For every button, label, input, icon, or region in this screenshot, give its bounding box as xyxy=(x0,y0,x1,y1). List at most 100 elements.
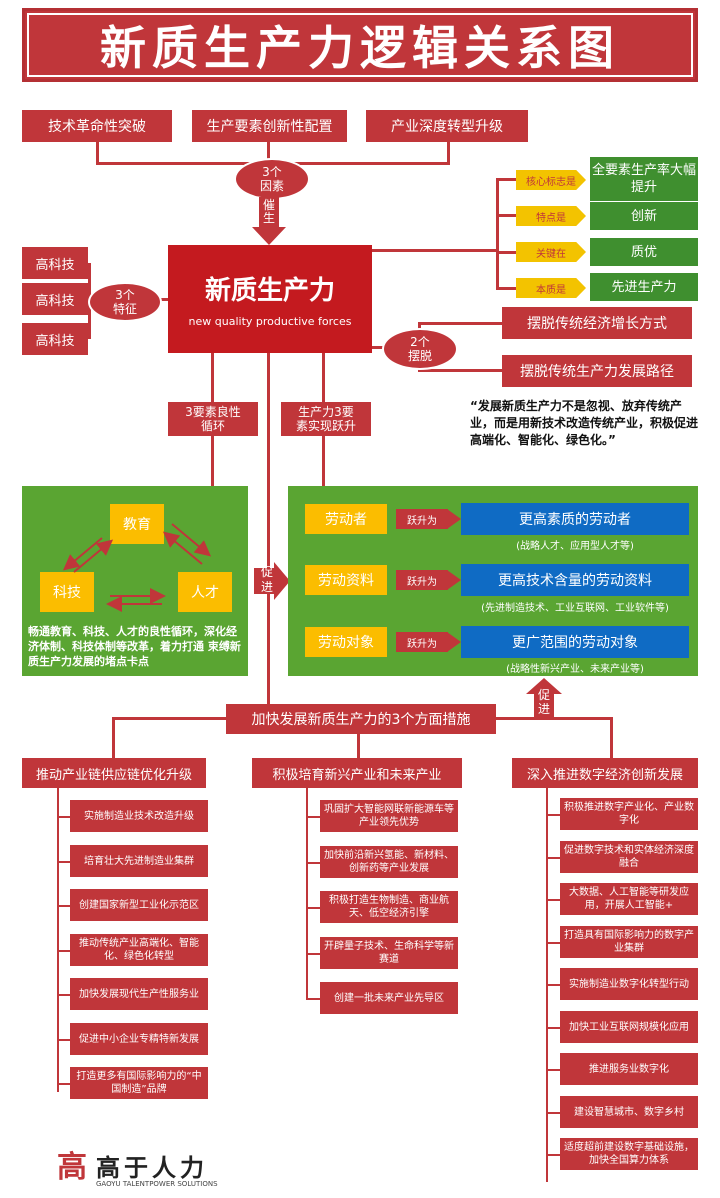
measure-item: 加快工业互联网规模化应用 xyxy=(560,1011,698,1043)
leap-to: 更广范围的劳动对象 xyxy=(461,626,689,658)
arrow-text: 生 xyxy=(262,211,275,225)
connector xyxy=(546,899,560,901)
arrow-text: 促 xyxy=(260,565,273,579)
connector xyxy=(546,1027,560,1029)
measure-item: 加快发展现代生产性服务业 xyxy=(70,978,208,1010)
ellipse-text: 3个 xyxy=(115,288,135,302)
measure-item: 打造更多有国际影响力的“中国制造”品牌 xyxy=(70,1067,208,1099)
connector xyxy=(546,1154,560,1156)
arrow-text: 进 xyxy=(537,702,550,716)
measure-item: 创建一批未来产业先导区 xyxy=(320,982,458,1014)
ellipse-text: 2个 xyxy=(410,335,430,349)
connector xyxy=(447,139,450,164)
connector xyxy=(546,984,560,986)
connector xyxy=(418,369,504,372)
leap-to: 更高技术含量的劳动资料 xyxy=(461,564,689,596)
arrow-right-icon xyxy=(447,509,461,529)
measures-title: 加快发展新质生产力的3个方面措施 xyxy=(226,704,496,734)
leap-from: 劳动对象 xyxy=(305,627,387,657)
column-title: 积极培育新兴产业和未来产业 xyxy=(252,758,462,788)
ellipse-text: 特征 xyxy=(112,302,137,316)
connector xyxy=(496,287,516,290)
logo-mark-icon: 高 xyxy=(57,1150,87,1185)
leap-note: (战略人才、应用型人才等) xyxy=(516,541,634,552)
connector xyxy=(57,905,70,907)
connector xyxy=(57,861,70,863)
center-title: 新质生产力 xyxy=(204,276,335,306)
leap-box-line: 生产力3要 xyxy=(298,405,354,419)
trait-box: 创新 xyxy=(590,202,698,230)
measure-item: 积极打造生物制造、商业航天、低空经济引擎 xyxy=(320,891,458,923)
ellipse-text: 摆脱 xyxy=(407,349,432,363)
measure-item: 开辟量子技术、生命科学等新赛道 xyxy=(320,937,458,969)
cycle-box: 3要素良性 循环 xyxy=(168,402,258,436)
leap-from: 劳动资料 xyxy=(305,565,387,595)
measure-item: 巩固扩大智能网联新能源车等产业领先优势 xyxy=(320,800,458,832)
connector xyxy=(357,717,360,759)
logo: 高 高于人力 GAOYU TALENTPOWER SOLUTIONS xyxy=(56,1146,236,1192)
connector xyxy=(306,953,320,955)
measure-item: 实施制造业技术改造升级 xyxy=(70,800,208,832)
cycle-caption: 畅通教育、科技、人才的良性循环，深化经济体制、科技体制等改革，着力打通 束缚新质… xyxy=(28,625,241,668)
center-box: 新质生产力 new quality productive forces xyxy=(168,245,372,353)
arrow-text: 促 xyxy=(537,688,550,702)
leap-from: 劳动者 xyxy=(305,504,387,534)
connector xyxy=(546,1069,560,1071)
column-title: 深入推进数字经济创新发展 xyxy=(512,758,698,788)
connector xyxy=(546,1112,560,1114)
measure-item: 打造具有国际影响力的数字产业集群 xyxy=(560,926,698,958)
up-arrow-icon xyxy=(526,678,562,720)
measure-item: 加快前沿新兴氢能、新材料、创新药等产业发展 xyxy=(320,846,458,878)
right-arrow-icon xyxy=(254,562,290,600)
connector xyxy=(57,816,70,818)
measure-item: 积极推进数字产业化、产业数字化 xyxy=(560,798,698,830)
center-subtitle: new quality productive forces xyxy=(188,315,352,328)
cycle-node-talent: 人才 xyxy=(178,572,232,612)
connector xyxy=(372,249,498,252)
measure-item: 促进中小企业专精特新发展 xyxy=(70,1023,208,1055)
cycle-node-technology: 科技 xyxy=(40,572,94,612)
leap-box: 生产力3要 素实现跃升 xyxy=(281,402,371,436)
measure-item: 推进服务业数字化 xyxy=(560,1053,698,1085)
measure-item: 促进数字技术和实体经济深度融合 xyxy=(560,841,698,873)
column-title: 推动产业链供应链优化升级 xyxy=(22,758,206,788)
connector xyxy=(57,994,70,996)
measure-item: 实施制造业数字化转型行动 xyxy=(560,968,698,1000)
measure-item: 大数据、人工智能等研发应用，开展人工智能+ xyxy=(560,883,698,915)
measure-item: 创建国家新型工业化示范区 xyxy=(70,889,208,921)
catalyze-arrow: 催 生 xyxy=(252,197,286,245)
feature-box: 高科技 xyxy=(22,283,88,315)
arrow-text: 催 xyxy=(262,198,275,212)
quote-text: “发展新质生产力不是忽视、放弃传统产业，而是用新技术改造传统产业，积极促进高端化… xyxy=(470,399,699,447)
tag-label: 特点是 xyxy=(516,206,586,226)
connector xyxy=(57,1083,70,1085)
feature-box: 高科技 xyxy=(22,247,88,279)
connector xyxy=(546,814,560,816)
connector xyxy=(306,907,320,909)
leap-box-line: 素实现跃升 xyxy=(295,419,356,433)
connector xyxy=(496,178,499,290)
measure-item: 培育壮大先进制造业集群 xyxy=(70,845,208,877)
cycle-box-line: 3要素良性 xyxy=(185,405,241,419)
connector xyxy=(610,717,613,759)
connector xyxy=(96,139,99,164)
trait-box: 先进生产力 xyxy=(590,273,698,301)
connector xyxy=(57,1039,70,1041)
connector xyxy=(496,251,516,254)
breakaway-box: 摆脱传统经济增长方式 xyxy=(502,307,692,339)
connector xyxy=(546,857,560,859)
connector xyxy=(496,178,516,181)
connector xyxy=(57,787,59,1092)
factors-ellipse: 3个 因素 xyxy=(234,158,310,200)
logo-subtext: GAOYU TALENTPOWER SOLUTIONS xyxy=(96,1180,218,1188)
connector xyxy=(57,950,70,952)
down-arrow-icon xyxy=(252,197,286,245)
trait-box: 质优 xyxy=(590,238,698,266)
leap-to: 更高素质的劳动者 xyxy=(461,503,689,535)
page-title: 新质生产力逻辑关系图 xyxy=(22,8,698,82)
trait-box: 全要素生产率大幅提升 xyxy=(590,157,698,201)
feature-box: 高科技 xyxy=(22,323,88,355)
connector xyxy=(306,998,320,1000)
tag-label: 核心标志是 xyxy=(516,170,586,190)
measure-item: 适度超前建设数字基础设施，加快全国算力体系 xyxy=(560,1138,698,1170)
